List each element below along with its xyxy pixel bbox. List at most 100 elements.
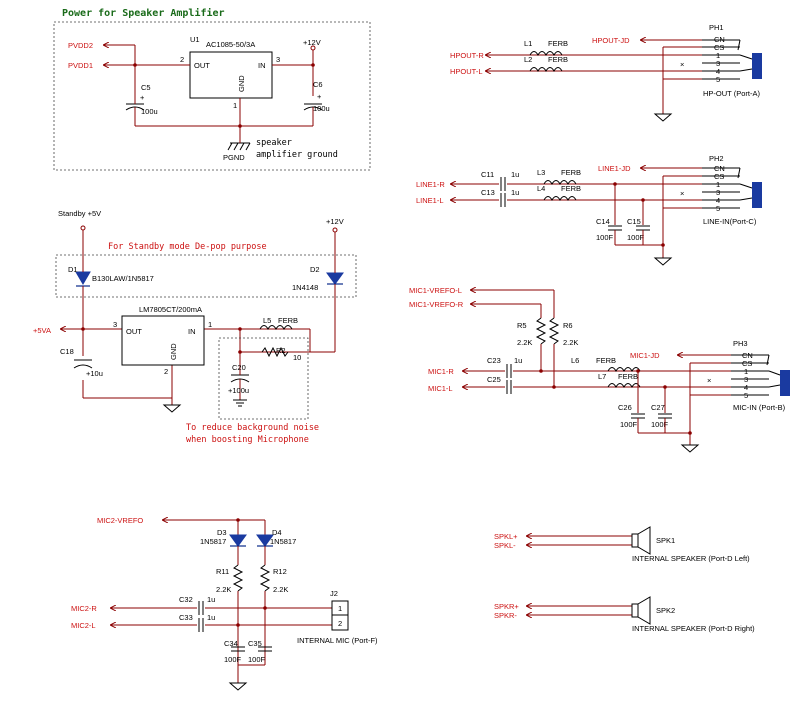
r12-ref: R12 [273, 567, 287, 576]
l6-value: FERB [596, 356, 616, 365]
ph2-pin-cn: CN [714, 164, 725, 173]
ph2-pin-4: 4 [716, 196, 720, 205]
l7-ref: L7 [598, 372, 606, 381]
lm7805-out: OUT [126, 327, 142, 336]
c23-value: 1u [514, 356, 522, 365]
lm7805-in: IN [188, 327, 196, 336]
j2-pin1: 1 [338, 604, 342, 613]
ph2-pin-1: 1 [716, 180, 720, 189]
c33-ref: C33 [179, 613, 193, 622]
pvdd2-label: PVDD2 [68, 41, 93, 50]
u1-part: AC1085-50/3A [206, 40, 255, 49]
c11-ref: C11 [481, 170, 494, 179]
l7-value: FERB [618, 372, 638, 381]
l2-ref: L2 [524, 55, 532, 64]
c18-capacitor [73, 359, 93, 369]
ph1-pin-3: 3 [716, 59, 720, 68]
v5va-label: +5VA [33, 326, 51, 335]
ph1-ref: PH1 [709, 23, 724, 32]
c34-capacitor [231, 646, 245, 652]
ph2-ref: PH2 [709, 154, 724, 163]
depop-box [55, 254, 357, 298]
l5-value: FERB [278, 316, 298, 325]
c35-capacitor [258, 646, 272, 652]
lm7805-pin3: 3 [113, 320, 117, 329]
hpout-l-label: HPOUT-L [450, 67, 483, 76]
c6-value: 100u [313, 104, 330, 113]
c6-ref: C6 [313, 80, 323, 89]
d3-part: 1N5817 [200, 537, 226, 546]
c25-capacitor [506, 380, 512, 394]
line1-jd-label: LINE1-JD [598, 164, 631, 173]
line1-l-label: LINE1-L [416, 196, 444, 205]
mic1-r-label: MIC1-R [428, 367, 454, 376]
c13-ref: C13 [481, 188, 495, 197]
ph1-pin-1: 1 [716, 51, 720, 60]
power-speaker-amplifier-section: Power for Speaker Amplifier U1 AC1085-50… [53, 7, 371, 171]
ph3-pin-5: 5 [744, 391, 748, 400]
pgnd-symbol [227, 138, 251, 151]
power-box [53, 21, 371, 171]
speakers-section: SPKL+ SPKL- SPK1 INTERNAL SPEAKER (Port-… [494, 526, 755, 633]
c35-ref: C35 [248, 639, 262, 648]
hpout-r-label: HPOUT-R [450, 51, 484, 60]
r12-value: 2.2K [273, 585, 288, 594]
c23-ref: C23 [487, 356, 501, 365]
pwr-12v: +12V [303, 38, 321, 47]
l5-inductor [259, 325, 293, 331]
hpout-section: PH1 HPOUT-JD HPOUT-R HPOUT-L L1 FERB L2 … [450, 23, 762, 122]
internal-mic-section: MIC2-VREFO D3 1N5817 D4 1N5817 R11 2.2K … [71, 516, 378, 691]
line1-r-label: LINE1-R [416, 180, 445, 189]
c14-ref: C14 [596, 217, 610, 226]
standby-label: Standby +5V [58, 209, 101, 218]
c6-capacitor [303, 103, 323, 118]
micin-ground-symbol [680, 444, 700, 453]
r11-resistor [232, 564, 244, 592]
c13-capacitor [500, 193, 506, 207]
l3-ref: L3 [537, 168, 545, 177]
noise-note-2: when boosting Microphone [186, 435, 309, 445]
ph3-pin-3: 3 [744, 375, 748, 384]
c5-ref: C5 [141, 83, 151, 92]
ph3-pin-4: 4 [744, 383, 748, 392]
d2-part: 1N4148 [292, 283, 318, 292]
l1-value: FERB [548, 39, 568, 48]
mic2r-label: MIC2-R [71, 604, 97, 613]
mic1-l-label: MIC1-L [428, 384, 453, 393]
lm7805-part: LM7805CT/200mA [139, 305, 202, 314]
mic2l-label: MIC2-L [71, 621, 96, 630]
d1-diode [75, 271, 91, 287]
c35-value: 100F [248, 655, 266, 664]
r6-resistor [548, 317, 560, 345]
c25-ref: C25 [487, 375, 501, 384]
d4-part: 1N5817 [270, 537, 296, 546]
micin-port-label: MIC-IN (Port-B) [733, 403, 786, 412]
c18-value: +10u [86, 369, 103, 378]
hpout-port-label: HP-OUT (Port-A) [703, 89, 760, 98]
hpout-ground-symbol [653, 113, 673, 122]
ph2-pin-5: 5 [716, 204, 720, 213]
l5-ref: L5 [263, 316, 271, 325]
spk1-label: INTERNAL SPEAKER (Port-D Left) [632, 554, 750, 563]
r5-resistor [535, 317, 547, 345]
spk2-ref: SPK2 [656, 606, 675, 615]
mic2-ground-symbol [228, 682, 248, 691]
c13-value: 1u [511, 188, 519, 197]
c14-capacitor [608, 225, 622, 231]
c5-plus: + [140, 93, 145, 102]
l6-ref: L6 [571, 356, 579, 365]
ph1-pin-cn: CN [714, 35, 725, 44]
c5-value: 100u [141, 107, 158, 116]
noise-box [218, 337, 309, 420]
l4-ref: L4 [537, 184, 545, 193]
c27-value: 100F [651, 420, 669, 429]
spkr-plus-label: SPKR+ [494, 602, 519, 611]
ph2-pin-3: 3 [716, 188, 720, 197]
c20-value: +100u [228, 386, 249, 395]
l2-inductor [529, 67, 563, 73]
u1-pin3: 3 [276, 55, 280, 64]
c34-value: 100F [224, 655, 242, 664]
d4-ref: D4 [272, 528, 282, 537]
r11-ref: R11 [216, 567, 229, 576]
